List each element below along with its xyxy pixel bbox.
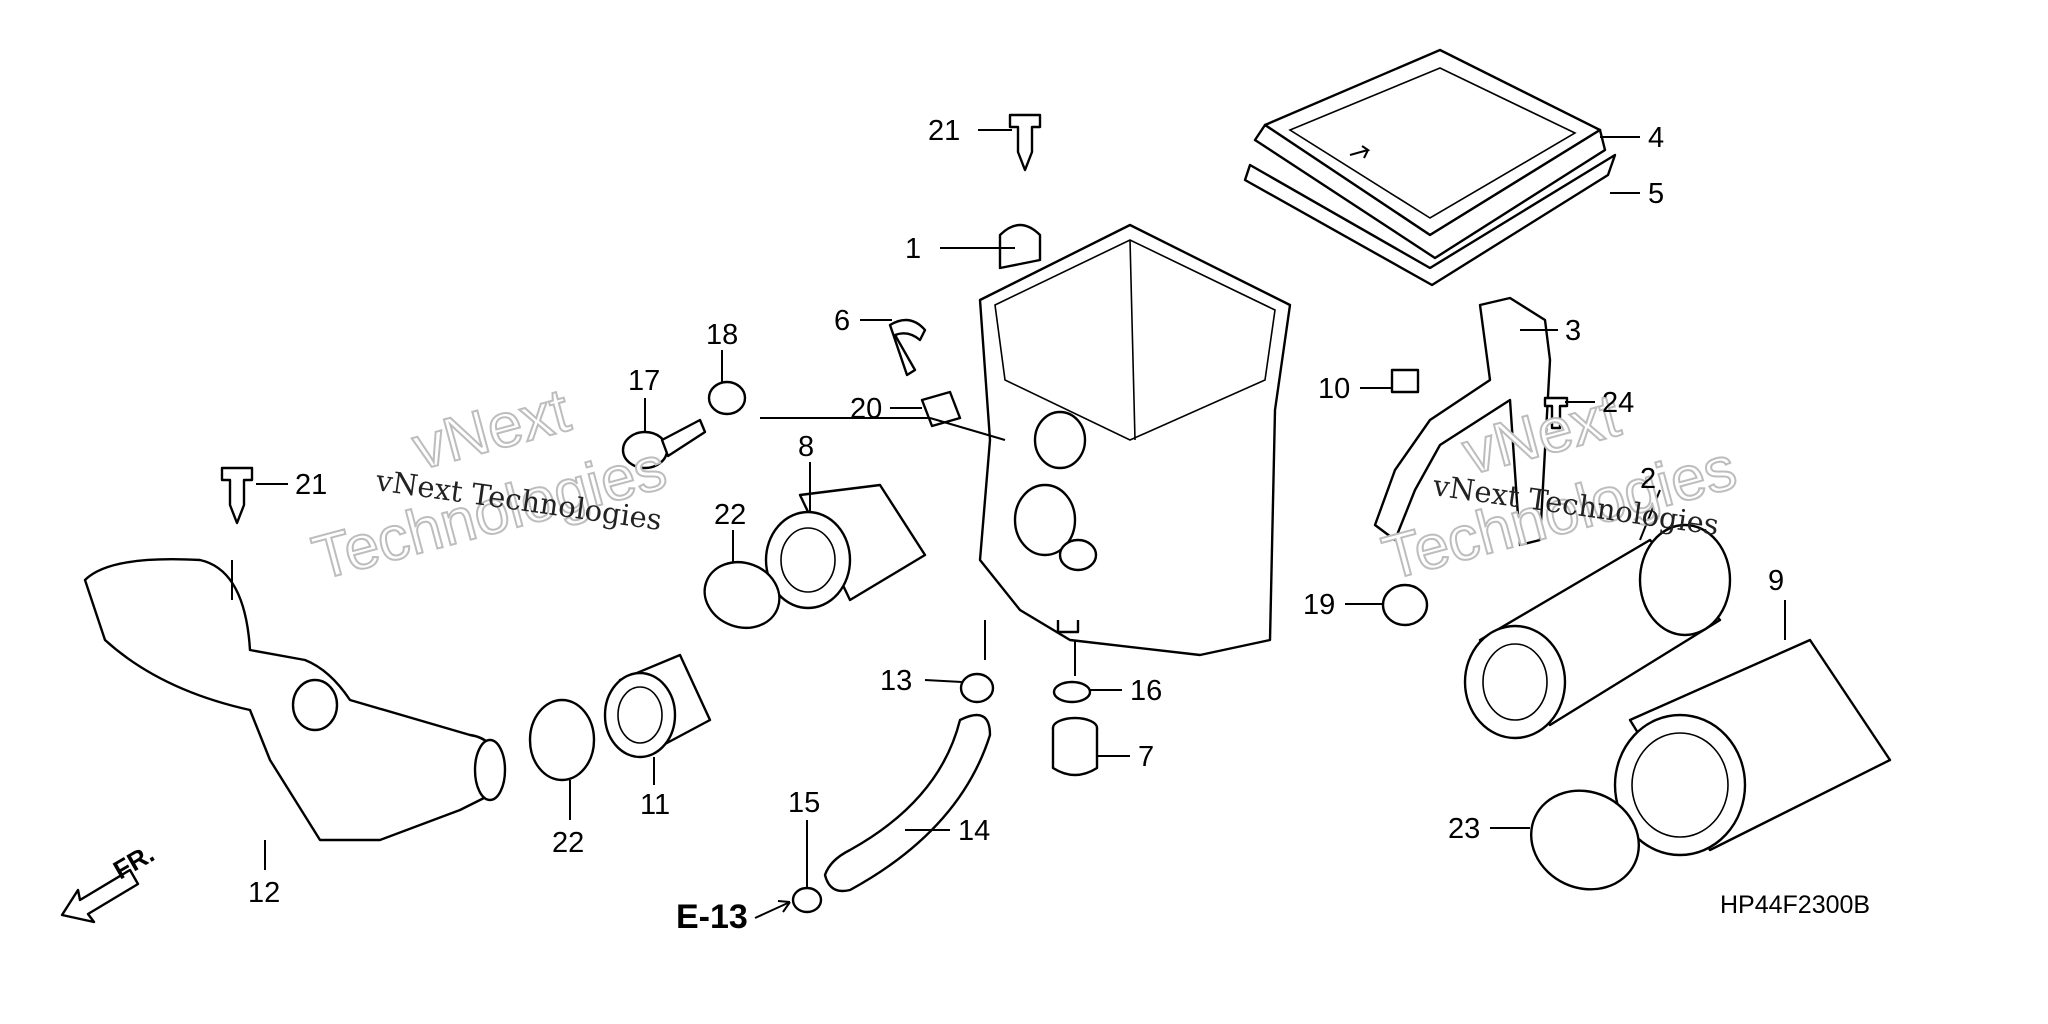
callout-3: 3 (1565, 315, 1581, 347)
drawing-code: HP44F2300B (1720, 891, 1870, 919)
part-22-clamp-lower (528, 698, 596, 782)
callout-6: 6 (834, 305, 850, 337)
callout-20: 20 (850, 393, 882, 425)
callouts: 21 1 4 5 3 10 24 2 9 23 19 6 20 18 17 8 … (248, 115, 1784, 909)
part-8-connecting-tube (764, 483, 927, 610)
reference-e-13[interactable]: E-13 (676, 898, 748, 936)
callout-8: 8 (798, 431, 814, 463)
callout-17: 17 (628, 365, 660, 397)
part-1-air-cleaner-case (978, 223, 1292, 657)
part-4-cover (1253, 48, 1607, 260)
part-11-joint (603, 653, 712, 759)
leader-lines (231, 129, 1786, 919)
callout-21-top: 21 (928, 115, 960, 147)
callout-9: 9 (1768, 565, 1784, 597)
callout-1: 1 (905, 233, 921, 265)
part-9-foam-sleeve (1613, 638, 1892, 857)
part-23-clamp (1529, 789, 1641, 891)
part-2-filter-element (1463, 523, 1732, 740)
part-16-clip (1052, 680, 1092, 704)
callout-22-upper: 22 (714, 499, 746, 531)
part-18-grommet (707, 380, 747, 416)
part-21-clip-top (1008, 113, 1042, 172)
part-24-screw (1543, 396, 1569, 430)
watermark-left: vNext Technologies vNext Technologies (305, 375, 674, 595)
callout-16: 16 (1130, 675, 1162, 707)
part-5-seal (1243, 153, 1617, 287)
part-3-bracket (1373, 296, 1552, 547)
callout-11: 11 (640, 789, 670, 821)
front-direction-marker: FR. (60, 838, 159, 924)
callout-22-lower: 22 (552, 827, 584, 859)
callout-19: 19 (1303, 589, 1335, 621)
part-12-intake-duct (83, 557, 507, 842)
part-7-drain-plug (1051, 716, 1099, 777)
part-22-clamp-upper (703, 561, 781, 629)
part-6-clip (888, 318, 927, 377)
callout-12: 12 (248, 877, 280, 909)
callout-18: 18 (706, 319, 738, 351)
callout-10: 10 (1318, 373, 1350, 405)
callout-4: 4 (1648, 122, 1664, 154)
callout-15: 15 (788, 787, 820, 819)
callout-14: 14 (958, 815, 990, 847)
callout-21-left: 21 (295, 469, 327, 501)
callout-7: 7 (1138, 741, 1154, 773)
part-14-drain-hose (823, 713, 992, 893)
part-19-grommet (1381, 583, 1429, 627)
callout-5: 5 (1648, 178, 1664, 210)
part-10-cushion (1390, 368, 1420, 394)
part-21-clip-left (220, 466, 254, 525)
callout-24: 24 (1602, 387, 1634, 419)
part-15-clip (791, 886, 823, 914)
callout-23: 23 (1448, 813, 1480, 845)
part-13-clip (959, 672, 995, 704)
callout-13: 13 (880, 665, 912, 697)
callout-2: 2 (1640, 463, 1656, 495)
